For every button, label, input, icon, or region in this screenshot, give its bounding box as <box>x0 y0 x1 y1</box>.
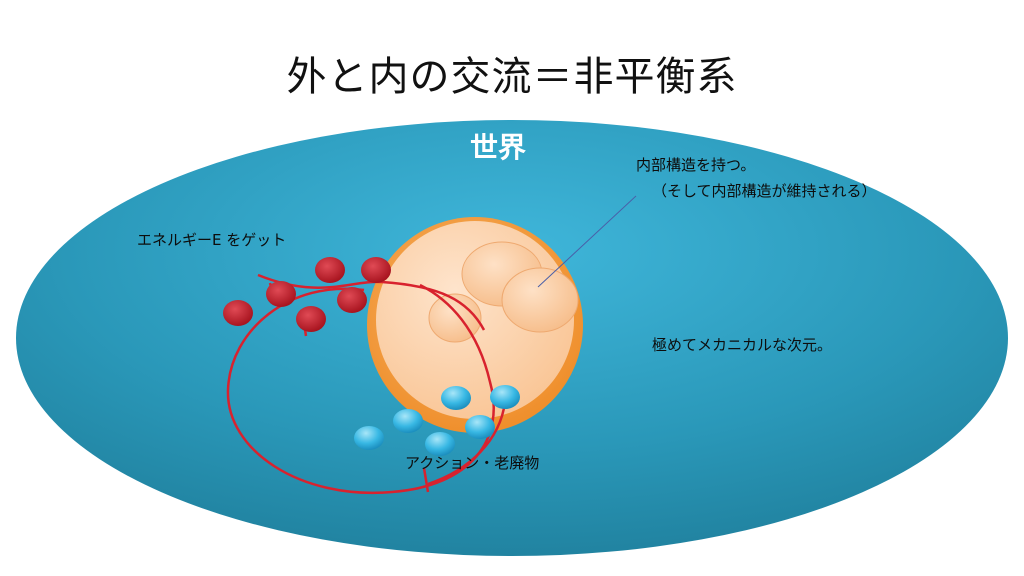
waste-ball <box>490 385 520 409</box>
slide-title: 外と内の交流＝非平衡系 <box>286 54 738 100</box>
mechanical-label: 極めてメカニカルな次元。 <box>652 336 833 354</box>
energy-ball <box>296 306 326 332</box>
waste-ball <box>425 432 455 456</box>
energy-ball <box>315 257 345 283</box>
structure-note-line2: （そして内部構造が維持される） <box>652 182 877 200</box>
energy-ball <box>361 257 391 283</box>
structure-callout-line <box>537 195 637 288</box>
cycle-loop-line <box>226 283 495 495</box>
cycle-tick-3 <box>422 467 430 493</box>
waste-ball <box>354 426 384 450</box>
energy-ball <box>223 300 253 326</box>
waste-ball <box>465 415 495 439</box>
energy-ball <box>337 287 367 313</box>
energy-ball <box>266 281 296 307</box>
cycle-lower-line <box>427 401 507 486</box>
waste-ball <box>393 409 423 433</box>
world-label: 世界 <box>470 131 527 164</box>
structure-note-line1: 内部構造を持つ。 <box>636 156 756 174</box>
waste-ball <box>441 386 471 410</box>
cycle-upper-line <box>257 273 486 331</box>
energy-label: エネルギーE をゲット <box>137 231 287 249</box>
organelle-right <box>501 267 579 333</box>
action-waste-label: アクション・老廃物 <box>405 454 540 472</box>
